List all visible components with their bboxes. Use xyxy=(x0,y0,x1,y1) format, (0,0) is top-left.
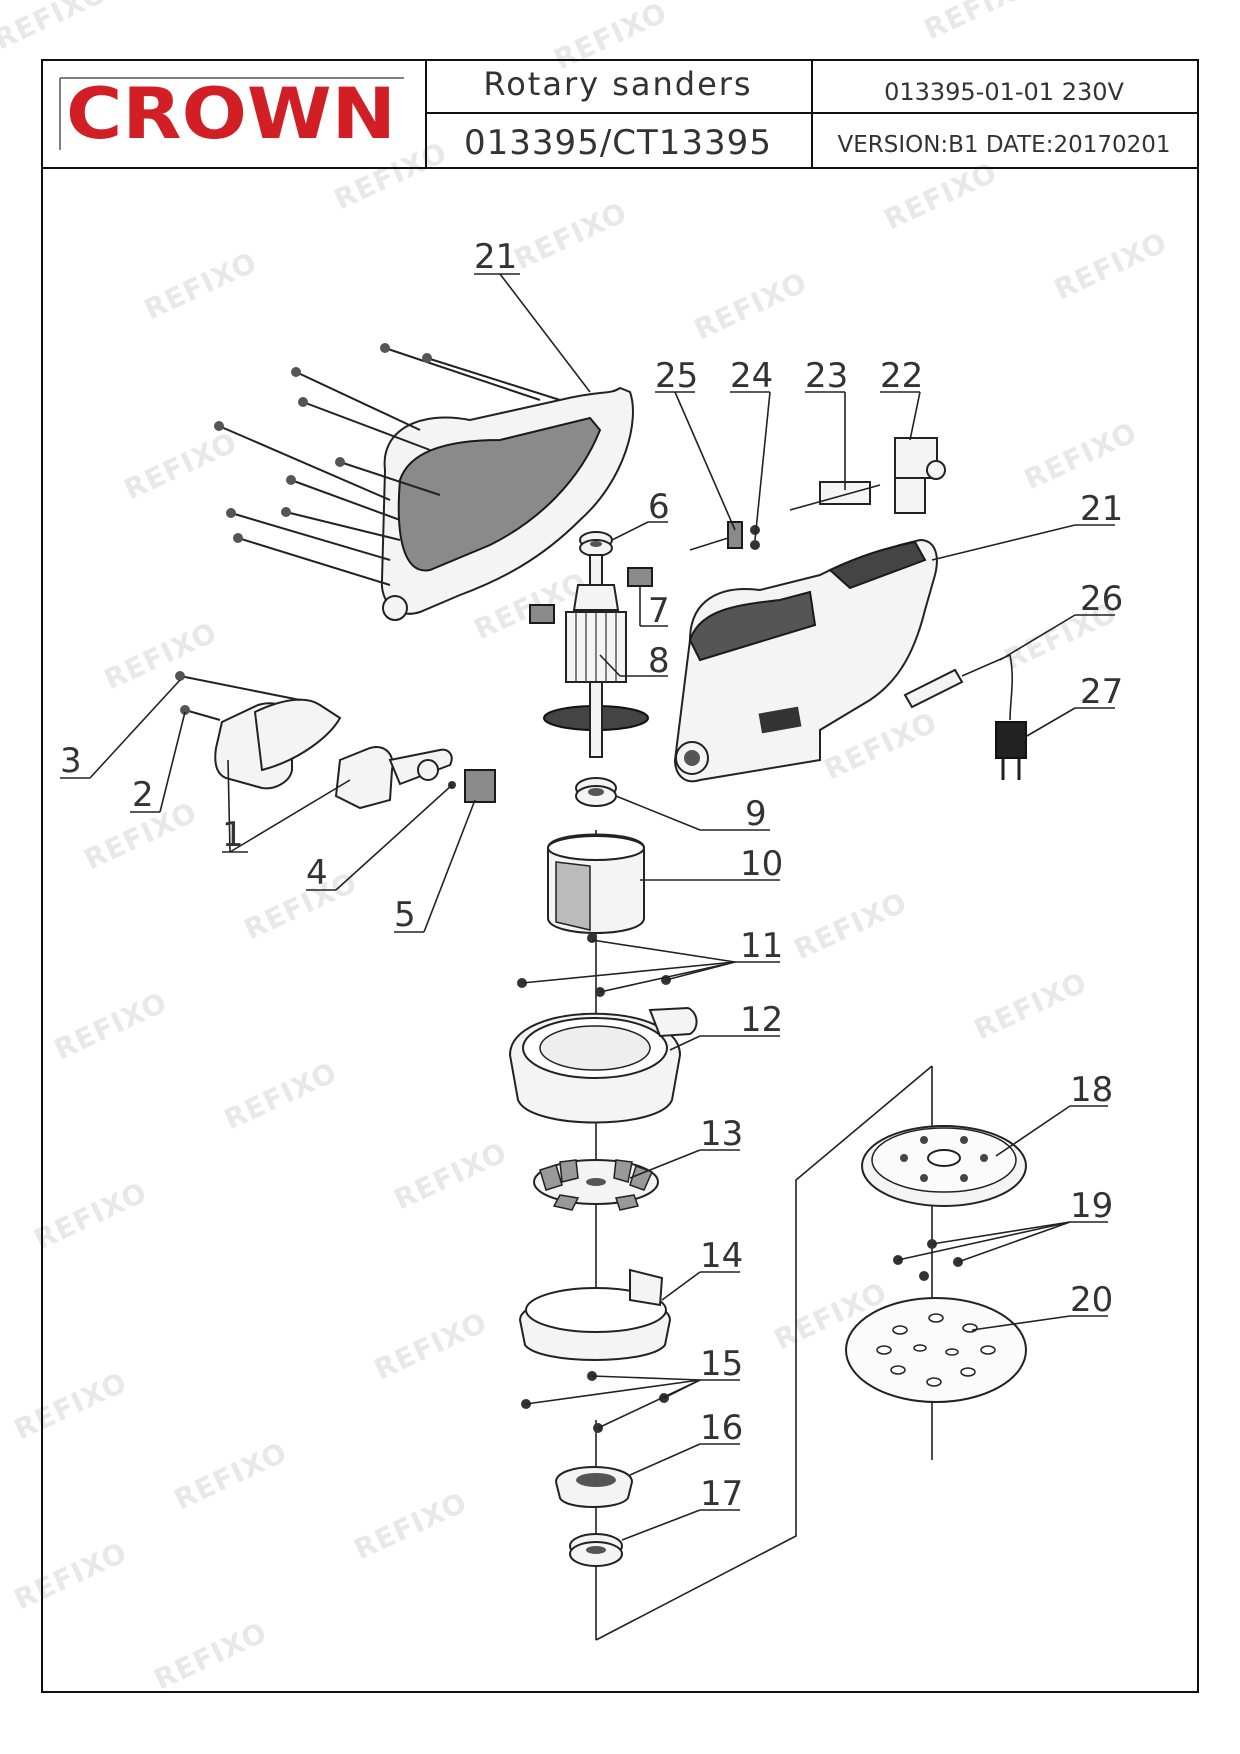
callout-15: 15 xyxy=(700,1344,743,1384)
part-14-ring xyxy=(518,1268,672,1361)
watermark: REFIXO xyxy=(49,985,172,1066)
watermark: REFIXO xyxy=(389,1135,512,1216)
watermark: REFIXO xyxy=(789,885,912,966)
callout-5: 5 xyxy=(394,895,416,935)
callout-17: 17 xyxy=(700,1474,743,1514)
watermark: REFIXO xyxy=(29,1175,152,1256)
callout-16: 16 xyxy=(700,1408,743,1448)
part-20-sanding-disc xyxy=(845,1297,1027,1403)
watermark: REFIXO xyxy=(969,965,1092,1046)
leader-lines xyxy=(60,273,1115,1541)
watermark: REFIXO xyxy=(369,1305,492,1386)
watermark: REFIXO xyxy=(509,195,632,276)
model-number: 013395/CT13395 xyxy=(464,123,772,163)
callout-20: 20 xyxy=(1070,1280,1113,1320)
part-18-sanding-pad xyxy=(861,1125,1027,1207)
part-12-fan-housing xyxy=(508,1006,698,1124)
callout-8: 8 xyxy=(648,641,670,681)
watermark: REFIXO xyxy=(1049,225,1172,306)
watermark: REFIXO xyxy=(9,1365,132,1446)
callout-6: 6 xyxy=(648,487,670,527)
callout-26: 26 xyxy=(1080,579,1123,619)
callout-21: 21 xyxy=(474,237,517,277)
part-22-switch xyxy=(894,437,946,514)
callout-23: 23 xyxy=(805,356,848,396)
callout-3: 3 xyxy=(60,741,82,781)
part-19-screws xyxy=(893,1239,963,1281)
part-26-cord-guard xyxy=(903,654,1014,721)
watermark: REFIXO xyxy=(0,0,112,56)
callout-12: 12 xyxy=(740,1000,783,1040)
callout-11: 11 xyxy=(740,926,783,966)
watermark: REFIXO xyxy=(139,245,262,326)
part-21-left-housing xyxy=(214,343,634,621)
document-code: 013395-01-01 230V xyxy=(884,78,1124,106)
watermark: REFIXO xyxy=(119,425,242,506)
watermark: REFIXO xyxy=(1019,415,1142,496)
callout-19: 19 xyxy=(1070,1186,1113,1226)
callout-22: 22 xyxy=(880,356,923,396)
part-1-5-drive-assembly xyxy=(175,671,496,810)
callout-1: 1 xyxy=(222,815,244,855)
watermark: REFIXO xyxy=(689,265,812,346)
callout-7: 7 xyxy=(648,591,670,631)
watermark: REFIXO xyxy=(219,1055,342,1136)
part-8-armature xyxy=(543,554,649,758)
brand-logo: CROWN xyxy=(66,73,396,155)
part-21-assembled-housing xyxy=(673,538,938,783)
part-13-fan xyxy=(533,1159,659,1211)
callout-9: 9 xyxy=(745,794,767,834)
part-6-bearing xyxy=(579,531,613,557)
callout-24: 24 xyxy=(730,356,773,396)
callout-4: 4 xyxy=(306,853,328,893)
callout-numbers: 21 25 24 23 22 6 7 8 21 26 27 3 2 1 4 5 … xyxy=(60,237,1123,1514)
product-name: Rotary sanders xyxy=(483,65,752,103)
watermark: REFIXO xyxy=(99,615,222,696)
part-10-stator xyxy=(547,833,645,934)
watermark: REFIXO xyxy=(239,865,362,946)
part-16-pad-adapter xyxy=(554,1466,634,1508)
drawing-frame xyxy=(41,59,1199,1693)
title-block: CROWN Rotary sanders 013395/CT13395 0133… xyxy=(42,60,1198,169)
callout-25: 25 xyxy=(655,356,698,396)
callout-18: 18 xyxy=(1070,1070,1113,1110)
callout-13: 13 xyxy=(700,1114,743,1154)
callout-21: 21 xyxy=(1080,489,1123,529)
callout-27: 27 xyxy=(1080,672,1123,712)
part-11-screws xyxy=(517,933,671,997)
assembly-axis-offset xyxy=(595,1065,933,1641)
watermark: REFIXO xyxy=(149,1615,272,1696)
version-date: VERSION:B1 DATE:20170201 xyxy=(837,132,1170,158)
watermark: REFIXO xyxy=(349,1485,472,1566)
part-27-plug xyxy=(995,721,1027,780)
watermark: REFIXO xyxy=(919,0,1042,46)
part-24-25-terminals xyxy=(689,521,760,551)
part-7-carbon-brushes xyxy=(529,567,653,624)
watermark: REFIXO xyxy=(169,1435,292,1516)
part-9-bearing xyxy=(575,777,617,807)
watermark: REFIXO xyxy=(9,1535,132,1616)
part-23-capacitor xyxy=(789,481,881,511)
callout-10: 10 xyxy=(740,844,783,884)
callout-14: 14 xyxy=(700,1236,743,1276)
part-17-bearing xyxy=(569,1533,623,1567)
callout-2: 2 xyxy=(132,775,154,815)
